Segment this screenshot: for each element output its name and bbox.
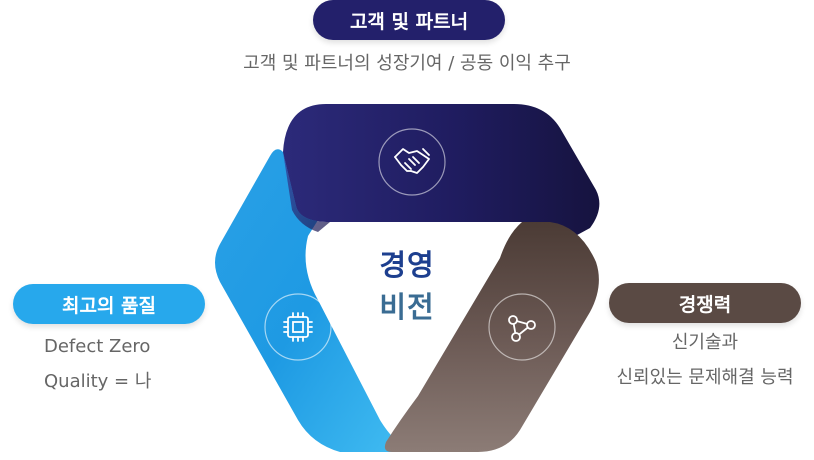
- quality-description: Defect Zero Quality = 나: [44, 329, 151, 399]
- top-icon-circle: [377, 127, 447, 197]
- right-icon-circle: [487, 292, 557, 362]
- quality-line-1: Defect Zero: [44, 336, 151, 357]
- left-icon-circle: [263, 292, 333, 362]
- center-title-line1: 경영: [379, 248, 435, 282]
- top-band-fold: [283, 152, 330, 232]
- customer-partner-description: 고객 및 파트너의 성장기여 / 공동 이익 추구: [243, 53, 571, 74]
- left-band: [215, 149, 410, 452]
- center-title: 경영 비전: [352, 244, 462, 328]
- top-band: [283, 104, 600, 240]
- center-title-line2: 비전: [379, 290, 435, 324]
- competitiveness-line-1: 신기술과: [671, 332, 739, 353]
- quality-label: 최고의 품질: [13, 284, 205, 324]
- quality-line-2: Quality = 나: [44, 371, 152, 392]
- handshake-icon: [378, 128, 446, 196]
- right-band: [384, 222, 599, 452]
- customer-partner-label: 고객 및 파트너: [313, 0, 505, 40]
- chip-icon: [264, 293, 332, 361]
- network-icon: [488, 293, 556, 361]
- competitiveness-line-2: 신뢰있는 문제해결 능력: [616, 367, 794, 388]
- competitiveness-label: 경쟁력: [609, 283, 801, 323]
- competitiveness-description: 신기술과 신뢰있는 문제해결 능력: [598, 325, 812, 395]
